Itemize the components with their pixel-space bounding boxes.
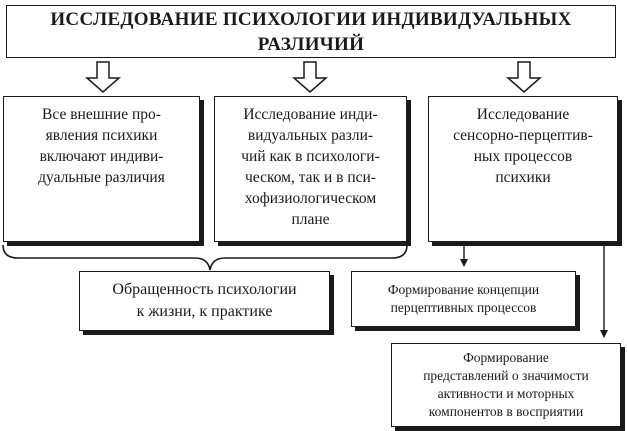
block-arrow-left [85, 61, 121, 93]
outcome-text-1: Формирование концепции перцептивных проц… [387, 282, 540, 315]
column-box-2: Исследование инди- видуальных разли- чий… [214, 96, 407, 242]
block-arrow-middle [292, 61, 328, 93]
column-box-3: Исследование сенсорно-перцептив- ных про… [428, 96, 618, 242]
outcome-box-1: Формирование концепции перцептивных проц… [351, 271, 576, 327]
title-box: ИССЛЕДОВАНИЕ ПСИХОЛОГИИ ИНДИВИДУАЛЬНЫХ Р… [6, 5, 616, 58]
column-box-1: Все внешние про- явления психики включаю… [3, 96, 200, 242]
summary-box: Обращенность психологии к жизни, к практ… [79, 271, 330, 331]
title-text: ИССЛЕДОВАНИЕ ПСИХОЛОГИИ ИНДИВИДУАЛЬНЫХ Р… [50, 8, 572, 55]
column-text-2: Исследование инди- видуальных разли- чий… [241, 106, 380, 228]
column-text-3: Исследование сенсорно-перцептив- ных про… [453, 106, 593, 186]
outcome-box-2: Формирование представлений о значимости … [391, 343, 621, 427]
brace [2, 244, 408, 271]
summary-text: Обращенность психологии к жизни, к практ… [112, 281, 297, 320]
outcome-text-2: Формирование представлений о значимости … [423, 350, 589, 419]
block-arrow-right [506, 61, 542, 93]
column-text-1: Все внешние про- явления психики включаю… [38, 106, 165, 186]
